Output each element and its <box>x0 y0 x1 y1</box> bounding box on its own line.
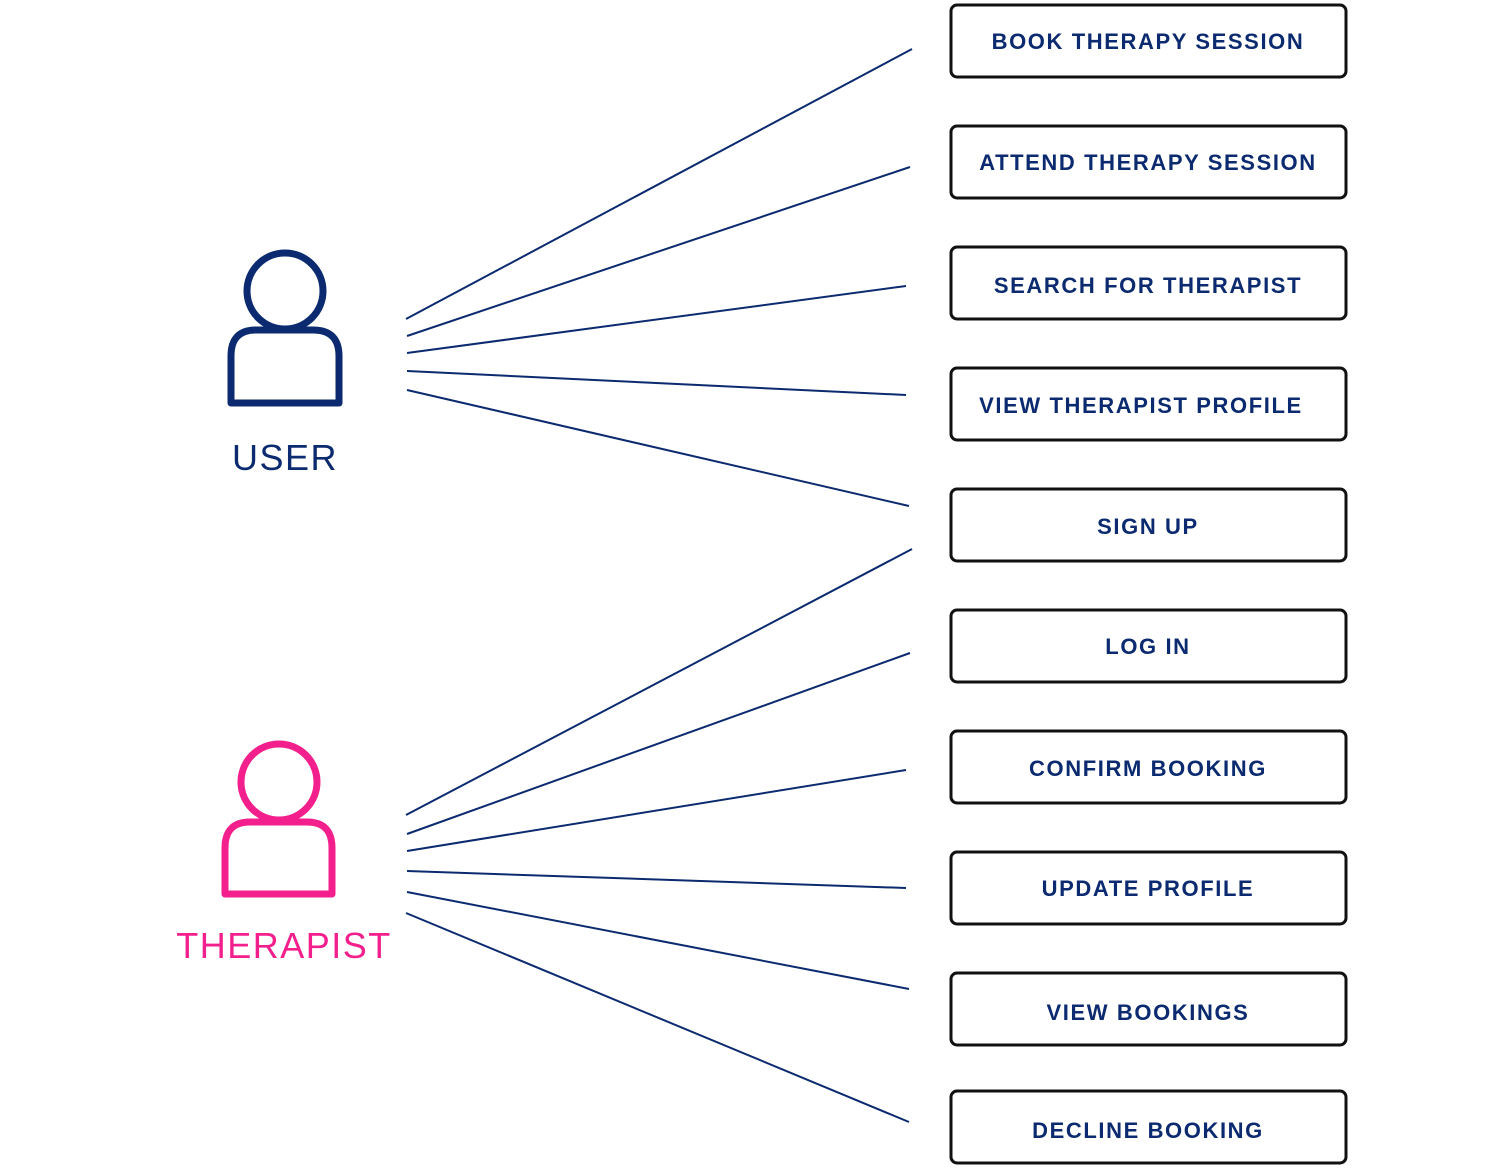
use-case-sign-up[interactable]: SIGN UP <box>949 487 1348 563</box>
association-line <box>405 48 913 320</box>
use-cases: BOOK THERAPY SESSION ATTEND THERAPY SESS… <box>949 3 1348 1165</box>
association-line <box>406 166 911 337</box>
association-line <box>406 891 910 990</box>
use-case-label: SIGN UP <box>1097 514 1199 539</box>
use-case-label: CONFIRM BOOKING <box>1029 756 1267 781</box>
use-case-label: BOOK THERAPY SESSION <box>992 29 1305 54</box>
use-case-update-profile[interactable]: UPDATE PROFILE <box>949 850 1348 926</box>
association-line <box>405 548 913 816</box>
use-case-label: SEARCH FOR THERAPIST <box>994 273 1302 298</box>
use-case-label: UPDATE PROFILE <box>1042 876 1255 901</box>
use-case-log-in[interactable]: LOG IN <box>949 608 1348 684</box>
association-line <box>406 652 911 835</box>
use-case-view-bookings[interactable]: VIEW BOOKINGS <box>949 971 1348 1047</box>
association-line <box>406 285 907 354</box>
use-case-book-therapy-session[interactable]: BOOK THERAPY SESSION <box>949 3 1348 79</box>
use-case-label: VIEW BOOKINGS <box>1047 1000 1250 1025</box>
use-case-decline-booking[interactable]: DECLINE BOOKING <box>949 1089 1348 1165</box>
use-case-confirm-booking[interactable]: CONFIRM BOOKING <box>949 729 1348 805</box>
use-case-label: ATTEND THERAPY SESSION <box>979 150 1317 175</box>
use-case-label: DECLINE BOOKING <box>1032 1118 1264 1143</box>
association-line <box>406 769 907 852</box>
use-case-search-for-therapist[interactable]: SEARCH FOR THERAPIST <box>949 245 1348 321</box>
person-icon <box>221 740 336 898</box>
actor-therapist: THERAPIST <box>176 740 392 966</box>
association-line <box>405 912 910 1123</box>
use-case-attend-therapy-session[interactable]: ATTEND THERAPY SESSION <box>949 124 1348 200</box>
association-line <box>406 370 907 396</box>
association-line <box>406 870 907 889</box>
association-line <box>406 389 910 507</box>
actor-label-therapist: THERAPIST <box>176 925 392 966</box>
person-icon <box>227 249 343 407</box>
use-case-label: VIEW THERAPIST PROFILE <box>979 393 1303 418</box>
use-case-label: LOG IN <box>1105 634 1190 659</box>
association-lines <box>405 48 913 1123</box>
actor-user: USER <box>227 249 343 478</box>
actor-label-user: USER <box>232 437 338 478</box>
use-case-view-therapist-profile[interactable]: VIEW THERAPIST PROFILE <box>949 366 1348 442</box>
